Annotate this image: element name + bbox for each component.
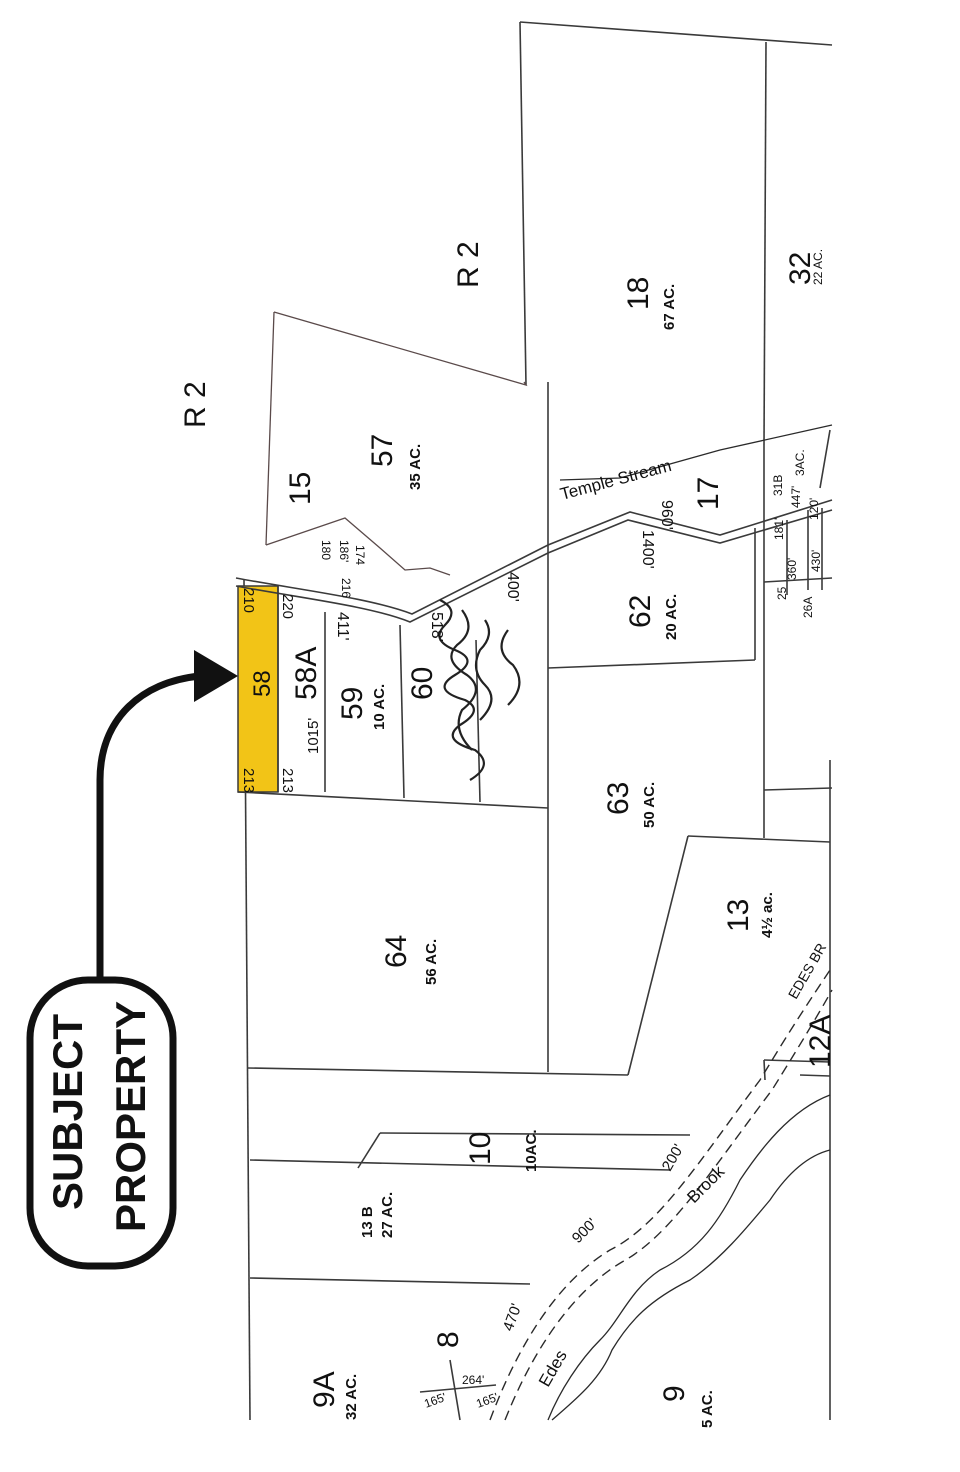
- parcel-13-acreage: 4½ ac.: [759, 892, 776, 938]
- edes-brook-road-label: EDES BR: [785, 940, 830, 1001]
- parcel-18-label: 18: [622, 277, 655, 310]
- dimension-label: 200': [659, 1141, 688, 1174]
- brook-label: Brook: [683, 1162, 728, 1207]
- dimension-label: 186': [337, 540, 351, 562]
- callout-arrowhead: [194, 650, 238, 702]
- dimension-label: 165': [422, 1390, 448, 1411]
- parcel-13-label: 13: [722, 899, 755, 932]
- edes-label: Edes: [535, 1347, 571, 1390]
- parcel-59-label: 59: [336, 687, 369, 720]
- temple-stream-label: Temple Stream: [558, 456, 673, 504]
- parcel-10-label: 10: [464, 1132, 497, 1165]
- parcel-labels: R 2 R 2 58 58A 59 10 AC. 60 57 35 AC. 15…: [179, 241, 837, 1428]
- parcel-58-label: 58: [249, 670, 276, 697]
- parcel-9a-acreage: 32 AC.: [343, 1374, 360, 1420]
- parcel-9a-label: 9A: [308, 1371, 341, 1408]
- dimension-label: 210: [240, 588, 257, 613]
- parcel-17-label: 17: [692, 477, 725, 510]
- dimension-label: 174: [353, 545, 367, 565]
- zone-label: R 2: [452, 241, 485, 288]
- parcel-62-label: 62: [624, 595, 657, 628]
- dimension-label: 360': [785, 558, 799, 580]
- zone-label: R 2: [179, 381, 212, 428]
- dimension-label: 220: [279, 594, 296, 619]
- parcel-13b-acreage: 27 AC.: [379, 1192, 396, 1238]
- dimension-label: 181': [772, 518, 786, 540]
- parcel-12a-label: 12A: [804, 1015, 837, 1068]
- dimension-label: 180: [319, 540, 333, 560]
- dimension-label: 960': [658, 500, 675, 530]
- parcel-58a-label: 58A: [290, 647, 323, 700]
- dimension-label: 216: [339, 578, 353, 598]
- dimension-labels: 210 213 220 213 1015' 411' 518' 400' 180…: [240, 486, 823, 1411]
- parcel-8-label: 8: [432, 1331, 465, 1348]
- parcel-15-label: 15: [284, 472, 317, 505]
- dimension-label: 430': [809, 550, 823, 572]
- dimension-label: 411': [334, 612, 351, 641]
- handwritten-scribble: [438, 599, 521, 781]
- parcel-63-label: 63: [602, 782, 635, 815]
- parcel-25-label: 25: [775, 586, 789, 600]
- subject-property-callout: SUBJECT PROPERTY: [26, 650, 238, 1270]
- parcel-62-acreage: 20 AC.: [663, 594, 680, 640]
- parcel-57-acreage: 35 AC.: [407, 444, 424, 490]
- parcel-18-acreage: 67 AC.: [661, 284, 678, 330]
- dimension-label: 120': [807, 498, 821, 520]
- parcel-64-label: 64: [380, 935, 413, 968]
- roads: [235, 499, 833, 1421]
- parcel-32-label: 32: [784, 252, 817, 285]
- dimension-label: 1400': [639, 530, 656, 569]
- dimension-label: 213: [240, 768, 257, 793]
- parcel-26a-label: 26A: [801, 597, 815, 618]
- parcel-13b-label: 13 B: [359, 1206, 376, 1238]
- parcel-57-label: 57: [366, 434, 399, 467]
- parcel-32-acreage: 22 AC.: [811, 249, 825, 285]
- callout-text-line1: SUBJECT: [44, 1014, 91, 1210]
- dimension-label: 1015': [305, 718, 322, 754]
- parcel-59-acreage: 10 AC.: [371, 684, 388, 730]
- parcel-9-label: 9: [658, 1385, 691, 1402]
- parcel-31b-acreage: 3AC.: [793, 449, 807, 476]
- callout-text-line2: PROPERTY: [107, 1001, 154, 1232]
- parcel-9-acreage: 5 AC.: [699, 1390, 716, 1428]
- dimension-label: 264': [462, 1373, 484, 1387]
- parcel-63-acreage: 50 AC.: [641, 782, 658, 828]
- dimension-label: 447': [789, 486, 803, 508]
- dimension-label: 165': [474, 1390, 500, 1411]
- streams: [547, 424, 833, 1421]
- parcel-31b-label: 31B: [771, 475, 785, 496]
- parcel-64-acreage: 56 AC.: [423, 939, 440, 985]
- dimension-label: 213: [279, 768, 296, 793]
- parcel-60-label: 60: [406, 667, 439, 700]
- parcel-boundaries: [237, 21, 833, 1421]
- parcel-10-acreage: 10AC.: [523, 1129, 540, 1172]
- dimension-label: 470': [500, 1301, 526, 1333]
- callout-arrow-line: [96, 672, 201, 980]
- dimension-label: 400': [504, 572, 521, 602]
- dimension-label: 900': [569, 1215, 601, 1247]
- dimension-label: 518': [428, 612, 445, 642]
